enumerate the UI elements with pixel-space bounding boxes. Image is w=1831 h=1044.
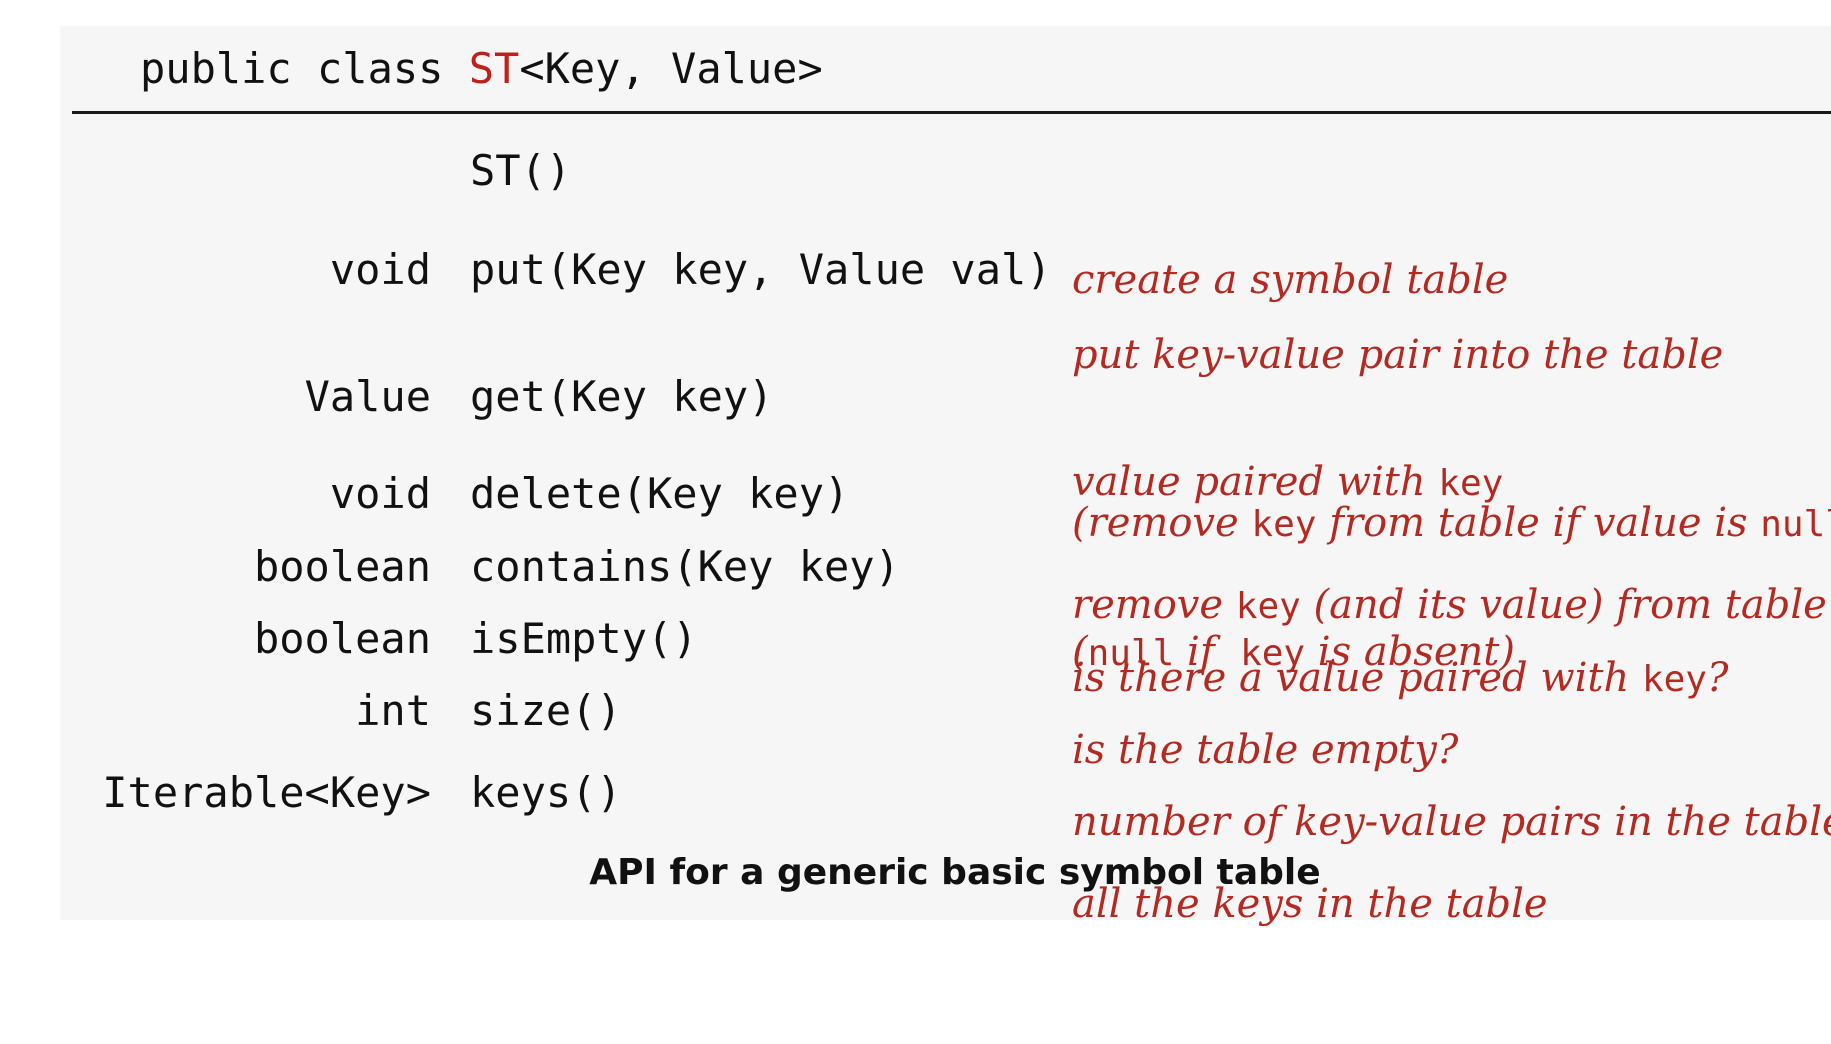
description-text: ? — [1706, 655, 1729, 701]
description-text: remove — [1072, 582, 1236, 628]
method-description: put key-value pair into the table (remov… — [1072, 215, 1831, 665]
description-code: key — [1641, 659, 1707, 700]
description-text: if — [1174, 629, 1241, 675]
class-declaration: public class ST<Key, Value> — [140, 44, 823, 93]
method-signature: get(Key key) — [470, 372, 774, 421]
method-description: is there a value paired with key? — [1072, 538, 1728, 820]
return-type: Iterable<Key> — [102, 768, 431, 817]
method-signature: keys() — [470, 768, 622, 817]
description-code: null — [1760, 504, 1831, 545]
description-text: value paired with — [1072, 459, 1439, 505]
return-type: int — [355, 686, 431, 735]
description-text: (remove — [1072, 500, 1252, 546]
type-parameters: <Key, Value> — [519, 44, 823, 93]
figure-caption: API for a generic basic symbol table — [589, 852, 1321, 893]
description-code: key — [1240, 633, 1306, 674]
description-line: (null if key is absent) — [1072, 624, 1515, 682]
description-text: is there a value paired with — [1072, 655, 1642, 701]
method-signature: isEmpty() — [470, 614, 698, 663]
description-line: create a symbol table — [1072, 252, 1508, 308]
description-text: number of key-value pairs in the table — [1072, 799, 1831, 845]
return-type: void — [329, 245, 431, 294]
header-rule — [72, 111, 1831, 114]
description-code: key — [1235, 586, 1301, 627]
description-line: number of key-value pairs in the table — [1072, 794, 1831, 850]
method-description: value paired with key (null if key is ab… — [1072, 342, 1515, 794]
description-line: all the keys in the table — [1072, 876, 1548, 932]
method-description: create a symbol table — [1072, 140, 1508, 420]
description-line: remove key (and its value) from table — [1072, 577, 1827, 635]
description-line: put key-value pair into the table — [1072, 327, 1831, 383]
description-text: put key-value pair into the table — [1072, 332, 1724, 378]
api-panel — [60, 26, 1831, 920]
return-type: void — [329, 469, 431, 518]
return-type: boolean — [253, 614, 431, 663]
return-type: boolean — [253, 542, 431, 591]
method-signature: put(Key key, Value val) — [470, 245, 1052, 294]
method-signature: ST() — [470, 146, 572, 195]
description-text: is the table empty? — [1072, 727, 1459, 773]
description-text: ( — [1072, 629, 1088, 675]
description-text: create a symbol table — [1072, 257, 1509, 303]
description-code: null — [1087, 633, 1175, 674]
description-text: from table if value is — [1316, 500, 1761, 546]
method-description: all the keys in the table — [1072, 764, 1548, 1044]
return-type: Value — [304, 372, 431, 421]
method-description: remove key (and its value) from table — [1072, 465, 1827, 747]
description-text: is absent) — [1305, 629, 1515, 675]
description-line: is the table empty? — [1072, 722, 1458, 778]
description-code: key — [1251, 504, 1317, 545]
method-description: number of key-value pairs in the table — [1072, 682, 1831, 962]
method-description: is the table empty? — [1072, 610, 1458, 890]
class-declaration-prefix: public class — [140, 44, 469, 93]
description-text: (and its value) from table — [1300, 582, 1827, 628]
method-signature: delete(Key key) — [470, 469, 850, 518]
method-signature: contains(Key key) — [470, 542, 900, 591]
description-line: is there a value paired with key? — [1072, 650, 1728, 708]
class-name: ST — [468, 44, 520, 93]
description-line: value paired with key — [1072, 454, 1515, 512]
description-code: key — [1438, 463, 1504, 504]
method-signature: size() — [470, 686, 622, 735]
description-line: (remove key from table if value is null) — [1072, 495, 1831, 553]
description-text: all the keys in the table — [1072, 881, 1548, 927]
